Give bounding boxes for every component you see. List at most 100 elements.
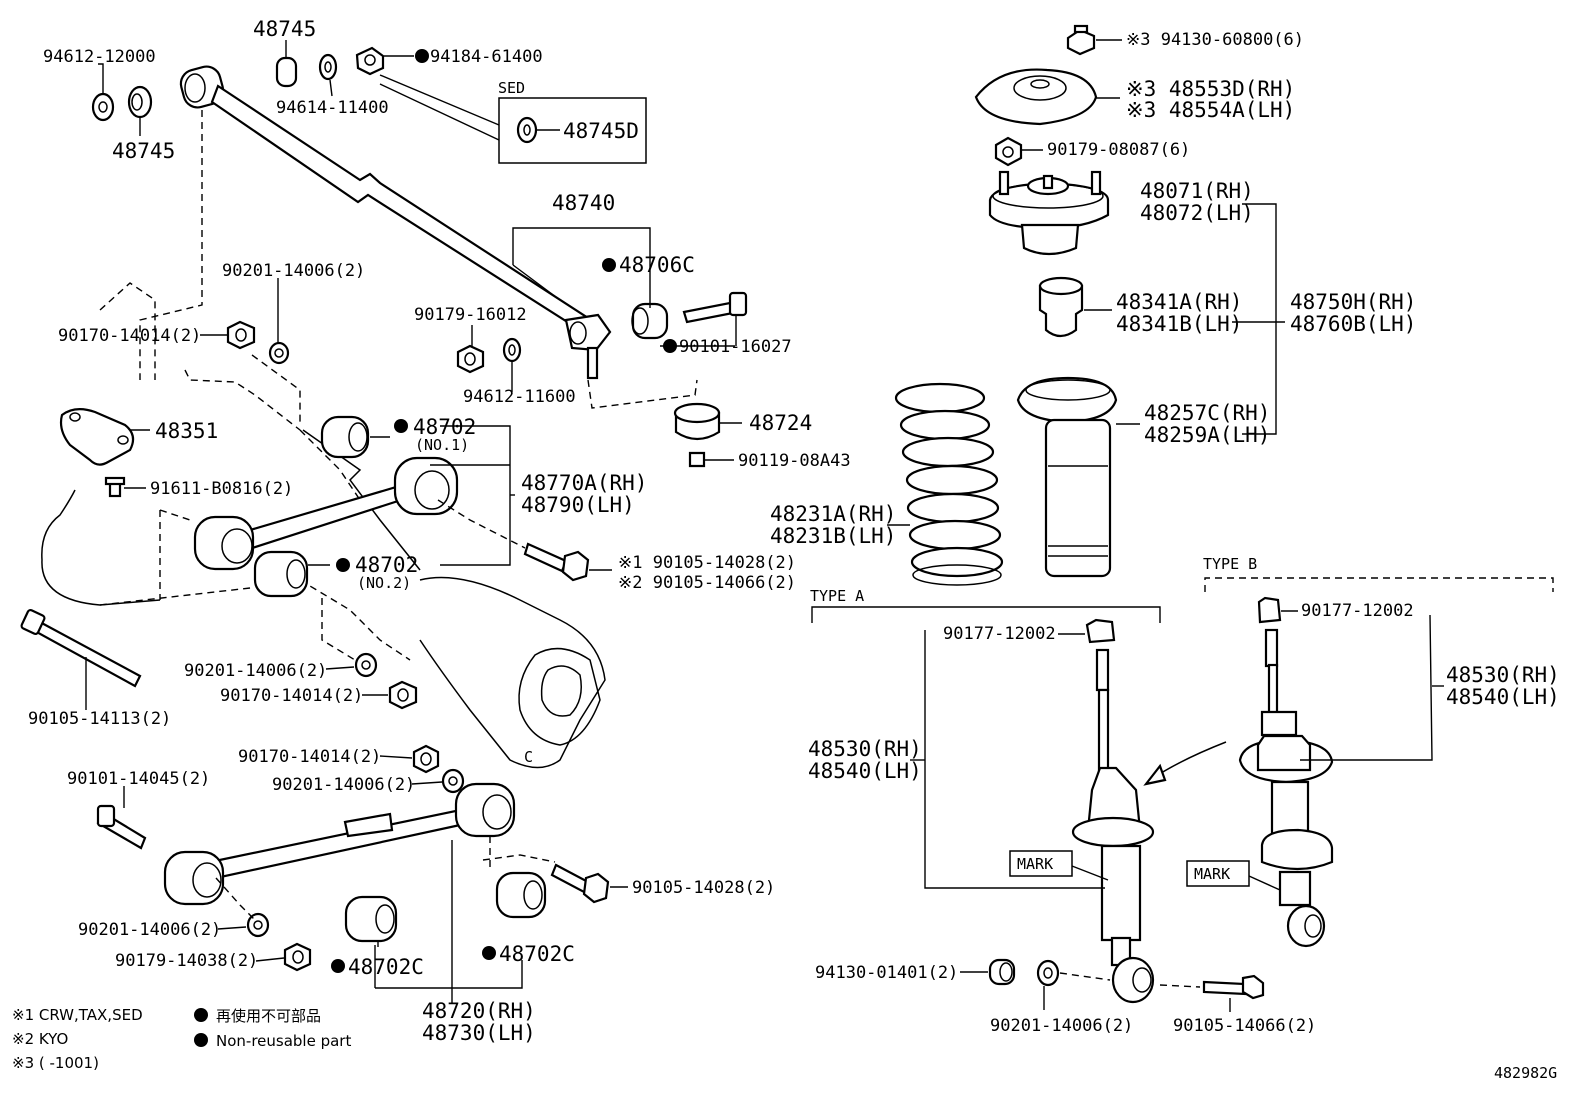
label-94184-61400: 94184-61400 bbox=[430, 47, 543, 67]
label-48745d: 48745D bbox=[563, 119, 639, 143]
note-k2: ※2 KYO bbox=[12, 1030, 68, 1048]
label-48540-b: 48540(LH) bbox=[1446, 685, 1560, 709]
label-48553d: ※3 48553D(RH) bbox=[1126, 77, 1295, 101]
label-48257c: 48257C(RH) bbox=[1144, 401, 1270, 425]
label-90101-14045: 90101-14045(2) bbox=[67, 769, 210, 789]
label-48790: 48790(LH) bbox=[521, 493, 635, 517]
left-dashed-leaders bbox=[215, 354, 556, 950]
label-48530-b: 48530(RH) bbox=[1446, 663, 1560, 687]
lateral-rod bbox=[193, 415, 459, 598]
lower-control-arm bbox=[96, 744, 610, 906]
label-mark-b: MARK bbox=[1194, 865, 1230, 883]
bushings-48702c bbox=[246, 871, 547, 972]
label-90179-16012: 90179-16012 bbox=[414, 305, 527, 325]
label-94612-11600: 94612-11600 bbox=[463, 387, 576, 407]
label-48351: 48351 bbox=[155, 419, 218, 443]
bumper-48724 bbox=[673, 402, 721, 468]
shock-type-a bbox=[910, 618, 1155, 1004]
assembly-bracket-48750h bbox=[1232, 203, 1285, 435]
label-90119-08a43: 90119-08A43 bbox=[738, 451, 851, 471]
label-48702c-left: 48702C bbox=[348, 955, 424, 979]
label-48231a: 48231A(RH) bbox=[770, 502, 896, 526]
figure-id: 482982G bbox=[1494, 1064, 1557, 1082]
label-48745-left: 48745 bbox=[112, 139, 175, 163]
support-48071 bbox=[988, 170, 1110, 256]
label-94130-60800: ※3 94130-60800(6) bbox=[1126, 30, 1304, 50]
dust-boot-48257c bbox=[1016, 376, 1118, 578]
sed-box bbox=[379, 74, 647, 164]
label-48702c-right: 48702C bbox=[499, 942, 575, 966]
nut-90179-16012 bbox=[456, 337, 522, 374]
bushing-48706c bbox=[631, 302, 669, 340]
label-48706c: 48706C bbox=[619, 253, 695, 277]
bumper-48341a bbox=[1038, 276, 1084, 338]
label-48750h: 48750H(RH) bbox=[1290, 290, 1416, 314]
bolt-90101-16027 bbox=[682, 291, 748, 324]
label-48072: 48072(LH) bbox=[1140, 201, 1254, 225]
label-90177-12002-b: 90177-12002 bbox=[1301, 601, 1414, 621]
type-a-frame bbox=[811, 606, 1161, 623]
label-90170-14014-top: 90170-14014(2) bbox=[58, 326, 201, 346]
nut-94130-60800 bbox=[1066, 24, 1096, 56]
label-48740: 48740 bbox=[552, 191, 615, 215]
label-48730: 48730(LH) bbox=[422, 1021, 536, 1045]
label-90177-12002-a: 90177-12002 bbox=[943, 624, 1056, 644]
label-94614-11400: 94614-11400 bbox=[276, 98, 389, 118]
bushing-48745-left bbox=[91, 85, 153, 122]
label-90105-14028: 90105-14028(2) bbox=[632, 878, 775, 898]
label-90101-16027: 90101-16027 bbox=[679, 337, 792, 357]
bracket-48351 bbox=[59, 408, 135, 498]
leaders bbox=[85, 39, 1298, 1012]
label-c: C bbox=[524, 748, 533, 766]
label-sed: SED bbox=[498, 79, 525, 97]
bolt-90105-14028-mid bbox=[523, 542, 590, 582]
upper-control-rod bbox=[179, 65, 612, 380]
nut-90179-08087 bbox=[994, 136, 1023, 167]
label-48259a: 48259A(LH) bbox=[1144, 423, 1270, 447]
label-90201-14006-mid: 90201-14006(2) bbox=[184, 661, 327, 681]
label-90179-14038: 90179-14038(2) bbox=[115, 951, 258, 971]
label-94130-01401: 94130-01401(2) bbox=[815, 963, 958, 983]
nut-90170-14014-upper bbox=[226, 320, 290, 365]
label-90105-14028-k1: ※1 90105-14028(2) bbox=[618, 553, 796, 573]
label-48745-top: 48745 bbox=[253, 17, 316, 41]
note-en: Non-reusable part bbox=[216, 1032, 351, 1050]
label-48554a: ※3 48554A(LH) bbox=[1126, 98, 1295, 122]
label-48702-no2: 48702 bbox=[355, 553, 418, 577]
label-90179-08087: 90179-08087(6) bbox=[1047, 140, 1190, 160]
label-90170-14014-mid: 90170-14014(2) bbox=[220, 686, 363, 706]
label-48720: 48720(RH) bbox=[422, 999, 536, 1023]
non-reusable-dots bbox=[194, 49, 677, 1047]
shock-type-b bbox=[1186, 596, 1444, 948]
label-48071: 48071(RH) bbox=[1140, 179, 1254, 203]
note-k1: ※1 CRW,TAX,SED bbox=[12, 1006, 143, 1024]
nut-90170-14014-mid bbox=[354, 652, 418, 710]
label-90201-14006-bot: 90201-14006(2) bbox=[78, 920, 221, 940]
label-48770a: 48770A(RH) bbox=[521, 471, 647, 495]
bushing-94130-01401 bbox=[988, 958, 1265, 1000]
label-48341a: 48341A(RH) bbox=[1116, 290, 1242, 314]
arrow-type-b-to-a bbox=[1143, 741, 1227, 786]
label-no2: (NO.2) bbox=[357, 574, 411, 592]
label-type-b: TYPE B bbox=[1203, 555, 1257, 573]
label-91611-b0816: 91611-B0816(2) bbox=[150, 479, 293, 499]
label-48231b: 48231B(LH) bbox=[770, 524, 896, 548]
label-48702-no1: 48702 bbox=[413, 415, 476, 439]
label-90105-14066: 90105-14066(2) bbox=[1173, 1016, 1316, 1036]
upper-mount-48553d bbox=[974, 68, 1098, 126]
type-b-frame bbox=[1204, 577, 1554, 592]
label-48341b: 48341B(LH) bbox=[1116, 312, 1242, 336]
label-48540-a: 48540(LH) bbox=[808, 759, 922, 783]
label-94612-12000: 94612-12000 bbox=[43, 47, 156, 67]
label-90201-14006-top: 90201-14006(2) bbox=[222, 261, 365, 281]
label-90201-14006-r: 90201-14006(2) bbox=[990, 1016, 1133, 1036]
label-no1: (NO.1) bbox=[415, 436, 469, 454]
coil-spring bbox=[894, 382, 1004, 586]
label-90105-14113: 90105-14113(2) bbox=[28, 709, 171, 729]
note-jp: 再使用不可部品 bbox=[216, 1007, 321, 1025]
note-k3: ※3 ( -1001) bbox=[12, 1054, 99, 1072]
label-type-a: TYPE A bbox=[810, 587, 864, 605]
bushing-48745-top bbox=[275, 46, 385, 88]
label-48530-a: 48530(RH) bbox=[808, 737, 922, 761]
